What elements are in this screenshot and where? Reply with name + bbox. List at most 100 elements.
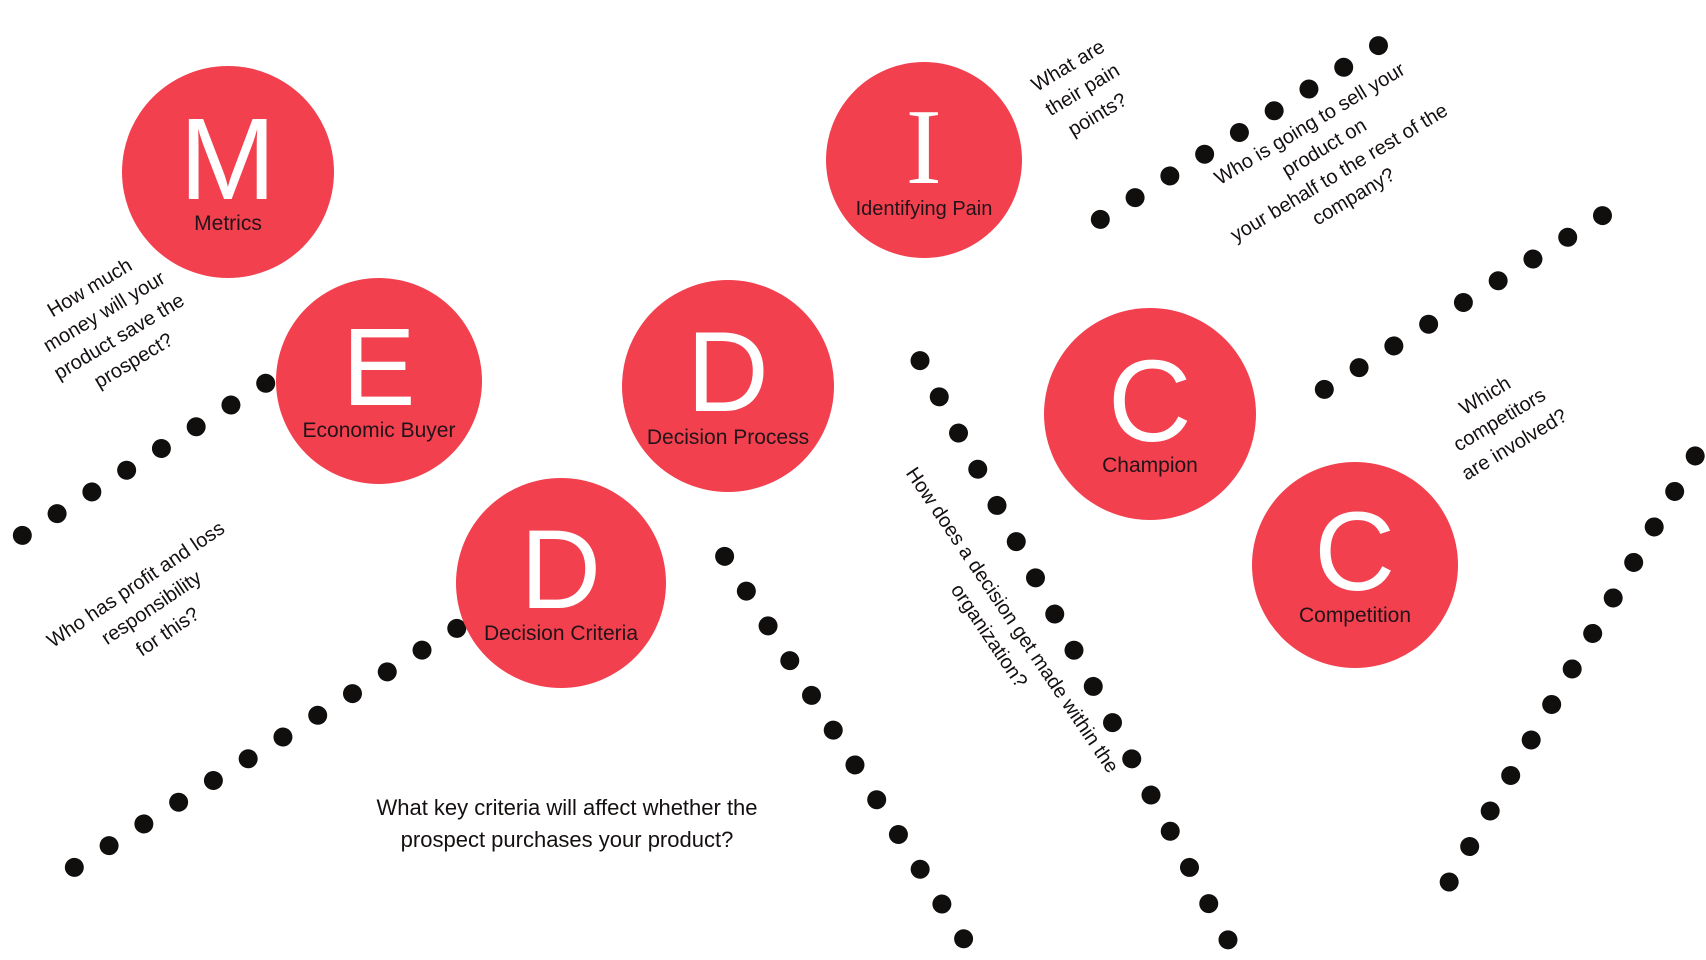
ray-dot: [1310, 375, 1338, 403]
ray-dot: [252, 369, 279, 396]
ray-dot: [1517, 726, 1544, 753]
ray-dot: [1484, 267, 1511, 294]
ray-dot: [1226, 118, 1253, 146]
ray-dot: [1702, 407, 1706, 434]
ray-dot: [1191, 140, 1218, 167]
node-letter: D: [686, 309, 770, 437]
node-label: Decision Criteria: [483, 621, 639, 645]
ray-dot: [339, 680, 366, 707]
ray-dot: [43, 500, 70, 527]
ray-dot: [1579, 620, 1606, 647]
ray-dot: [1138, 781, 1165, 808]
ray-dot: [885, 821, 912, 848]
question-criteria: What key criteria will affect whether th…: [376, 795, 758, 852]
ray-dot: [1538, 691, 1565, 718]
ray-dot: [1599, 584, 1626, 611]
node-label: Champion: [1102, 454, 1198, 478]
question-competition: Which competitors are involved?: [1449, 372, 1572, 485]
node-label: Metrics: [194, 212, 262, 236]
node-letter: C: [1107, 336, 1193, 467]
ray-dot: [926, 383, 953, 410]
ray-dot: [946, 419, 972, 446]
ray-dot: [711, 542, 739, 570]
ray-dot: [907, 855, 934, 883]
ray-dot: [148, 434, 175, 462]
ray-dot: [1476, 797, 1503, 824]
ray-dot: [1450, 288, 1477, 316]
ray-dot: [130, 810, 157, 837]
ray-dot: [1519, 245, 1546, 272]
ray-dot: [113, 456, 140, 483]
node-letter: M: [179, 94, 277, 225]
ray-dot: [1661, 478, 1688, 505]
ray-dot: [1121, 184, 1148, 211]
ray-dot: [907, 347, 934, 374]
ray-dot: [165, 788, 192, 815]
ray-dot: [984, 492, 1011, 519]
node-decision-criteria[interactable]: D Decision Criteria: [456, 478, 666, 688]
ray-dot: [1023, 564, 1049, 591]
ray-dot: [1157, 818, 1184, 844]
ray-dot: [234, 745, 261, 772]
ray-dot: [1558, 655, 1585, 682]
ray-dot: [373, 658, 401, 685]
ray-dot: [1086, 205, 1114, 233]
ray-dot: [1365, 32, 1392, 59]
question-pain: What are their pain points?: [1027, 35, 1131, 141]
ray-champion: [1310, 190, 1635, 403]
ray-dot: [820, 716, 847, 743]
ray-dot: [1497, 762, 1524, 789]
ray-dot: [1042, 600, 1069, 627]
ray-dot: [1215, 926, 1242, 953]
ray-dot: [965, 456, 992, 482]
ray-dot: [78, 478, 105, 505]
ray-dot: [1681, 442, 1706, 469]
node-letter: E: [342, 306, 416, 430]
node-economic-buyer[interactable]: E Economic Buyer: [276, 278, 482, 484]
ray-dot: [1415, 310, 1442, 337]
ray-dot: [1295, 75, 1322, 102]
node-label: Identifying Pain: [855, 197, 993, 220]
ray-dot: [1456, 833, 1483, 860]
ray-dot: [304, 701, 331, 728]
node-letter: D: [520, 507, 602, 633]
ray-dot: [929, 890, 956, 917]
ray-dot: [200, 766, 227, 794]
node-champion[interactable]: C Champion: [1044, 308, 1256, 520]
ray-dot: [269, 723, 296, 750]
ray-dot: [755, 612, 782, 639]
ray-dot: [1620, 549, 1647, 576]
ray-dot: [733, 577, 760, 604]
ray-dot: [1640, 513, 1667, 540]
node-identifying-pain[interactable]: I Identifying Pain: [826, 62, 1022, 258]
ray-dot: [1177, 854, 1203, 881]
ray-dot: [842, 751, 869, 778]
ray-dot: [1080, 673, 1107, 700]
ray-dot: [950, 925, 978, 952]
ray-dot: [1260, 97, 1287, 124]
node-label: Competition: [1298, 603, 1412, 627]
node-decision-process[interactable]: D Decision Process: [622, 280, 834, 492]
ray-dot: [1061, 637, 1088, 663]
node-letter: C: [1314, 489, 1396, 615]
ray-dot: [1330, 53, 1357, 80]
node-competition[interactable]: C Competition: [1252, 462, 1458, 668]
ray-dot: [864, 786, 891, 813]
ray-dot: [1156, 162, 1183, 189]
ray-dot: [1003, 528, 1030, 555]
ray-dot: [777, 647, 804, 674]
node-letter: I: [905, 88, 943, 208]
node-label: Economic Buyer: [302, 418, 456, 442]
ray-dot: [408, 636, 435, 663]
ray-dot: [1589, 202, 1616, 229]
ray-dot: [1554, 223, 1581, 250]
ray-dot: [95, 832, 122, 859]
ray-dot: [60, 853, 88, 881]
node-metrics[interactable]: M Metrics: [122, 66, 334, 278]
ray-dot: [798, 682, 826, 709]
ray-dot: [217, 391, 244, 418]
ray-dot: [182, 413, 209, 440]
ray-dot: [1380, 332, 1407, 359]
ray-dot: [1196, 890, 1223, 917]
